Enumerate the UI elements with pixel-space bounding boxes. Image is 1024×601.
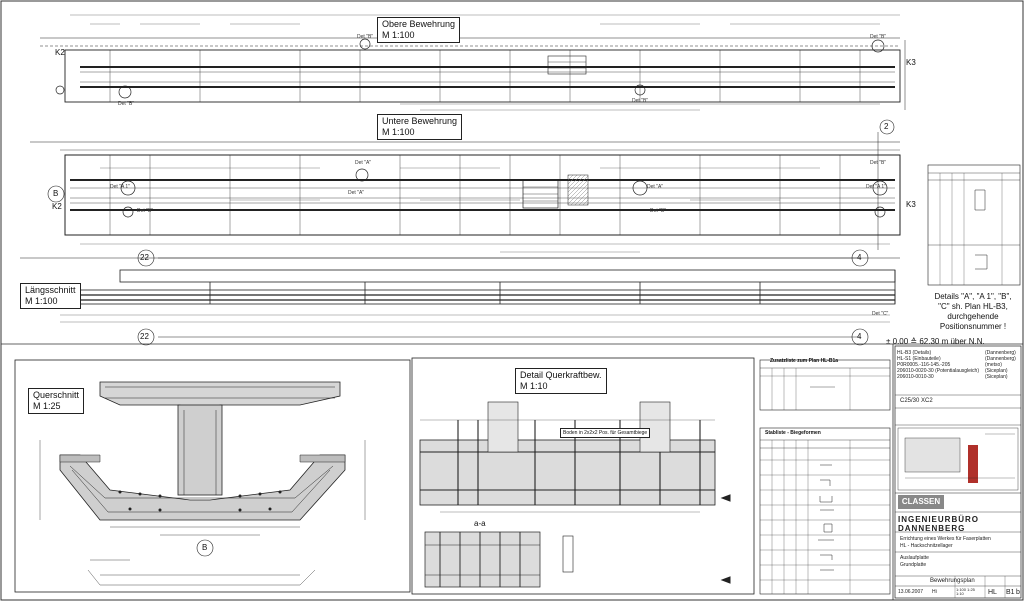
ref-plan-line: HL-B3 (Details) — [897, 350, 932, 356]
view-title: Detail Querkraftbew. — [520, 370, 602, 380]
view-title: Obere Bewehrung — [382, 19, 456, 29]
view-title: Untere Bewehrung — [382, 116, 458, 126]
bottom-reinforcement-plan — [30, 132, 901, 253]
firm-name: INGENIEURBÜRO DANNENBERG — [898, 515, 980, 533]
ref-plan-line: P0R0005.-116-145.-205 — [897, 362, 951, 368]
cross-section-drawing — [14, 359, 411, 593]
view-scale: M 1:100 — [25, 296, 58, 306]
axis-label-2: 2 — [884, 122, 889, 131]
plan-revision: b — [1016, 589, 1020, 596]
additive-list-title: Zusatzliste zum Plan HL-B1a — [770, 358, 839, 364]
detail-title: Detail Querkraftbew. M 1:10 — [515, 368, 607, 394]
detail-marker: Det "B" — [357, 34, 374, 40]
reference-plans-source: (Dannenberg) (Dannenberg) (metso) (Sicep… — [985, 350, 1016, 380]
section-aa-label: a-a — [474, 519, 486, 528]
detail-marker: Det "C" — [872, 311, 889, 317]
ref-plan-source: (Dannenberg) — [985, 356, 1016, 362]
axis-label-b: B — [53, 189, 59, 198]
axis-label-k3-top: K3 — [906, 58, 916, 67]
detail-marker: Det "A" — [355, 160, 372, 166]
top-reinforcement-title: Obere Bewehrung M 1:100 — [377, 17, 461, 43]
axis-label-4-b: 4 — [857, 332, 862, 341]
plan-date: 13.06.2007 — [898, 589, 924, 595]
bending-schedule-upper — [927, 164, 1021, 286]
axis-lines — [47, 119, 895, 557]
plan-number: B1 — [1006, 589, 1015, 596]
details-reference-note: Details "A", "A 1", "B", "C" sh. Plan HL… — [934, 292, 1012, 331]
longitudinal-section-title: Längsschnitt M 1:100 — [20, 283, 81, 309]
axis-label-22-a: 22 — [140, 253, 149, 262]
ref-plan-source: (Dannenberg) — [985, 350, 1016, 356]
ref-plan-source: (Siceplan) — [985, 374, 1008, 380]
detail-marker: Det "B" — [650, 208, 667, 214]
part-name: Grundplatte — [900, 562, 927, 568]
view-title: Querschnitt — [33, 390, 80, 400]
axis-label-k2-bottom: K2 — [52, 202, 62, 211]
detail-marker: Det "A" — [348, 190, 365, 196]
top-reinforcement-plan — [40, 14, 906, 111]
detail-marker: Det "A" — [647, 184, 664, 190]
detail-marker: Det "B" — [870, 160, 887, 166]
longitudinal-section — [20, 257, 900, 323]
view-scale: M 1:10 — [520, 381, 548, 391]
ref-plan-line: HL-S1 (Einbauteile) — [897, 356, 941, 362]
axis-label-4-a: 4 — [857, 253, 862, 262]
reference-plans: HL-B3 (Details) HL-S1 (Einbauteile) P0R0… — [897, 350, 979, 380]
view-title: Längsschnitt — [25, 285, 76, 295]
drawn-by: Hi — [932, 589, 937, 595]
view-scale: M 1:25 — [33, 401, 61, 411]
project-title: Errichtung eines Werkes für Faserplatten — [900, 536, 991, 542]
bar-schedule-title: Stabliste - Biegeformen — [765, 430, 821, 436]
detail-marker: Det "B" — [870, 34, 887, 40]
bottom-reinforcement-title: Untere Bewehrung M 1:100 — [377, 114, 463, 140]
company-logo: CLASSEN — [898, 495, 944, 509]
elevation-note: ± 0.00 ≙ 62.30 m über N.N. — [886, 337, 985, 346]
ref-plan-source: (Siceplan) — [985, 368, 1008, 374]
cross-section-title: Querschnitt M 1:25 — [28, 388, 85, 414]
detail-marker: Det "A 1" — [110, 184, 130, 190]
ref-plan-source: (metso) — [985, 362, 1002, 368]
project-subtitle: HL - Hackschnitzellager — [900, 543, 953, 549]
detail-note: Boden in 2x2x2 Pos. für Gesamtbiege — [560, 428, 651, 438]
detail-marker: Det "A 1" — [866, 184, 886, 190]
concrete-class: C25/30 XC2 — [900, 398, 933, 404]
plan-prefix: HL — [988, 589, 997, 596]
view-scale: M 1:100 — [382, 127, 415, 137]
ref-plan-line: 206010-0020-30 (Potentialausgleich) — [897, 368, 980, 374]
detail-drawing — [411, 357, 755, 595]
detail-marker: Det "B" — [137, 208, 154, 214]
axis-label-b-section: B — [202, 543, 208, 552]
scales: 1:100 1:25 1:10 — [956, 587, 975, 596]
plan-type: Bewehrungsplan — [930, 578, 975, 584]
axis-label-22-b: 22 — [140, 332, 149, 341]
additive-list-table — [759, 359, 891, 411]
view-scale: M 1:100 — [382, 30, 415, 40]
title-block — [894, 345, 1022, 599]
bar-bending-table — [759, 427, 891, 595]
ref-plan-line: 206010-0010-30 — [897, 374, 934, 380]
detail-marker: Det "B" — [632, 98, 649, 104]
part-name: Auslaufplatte — [900, 555, 929, 561]
axis-label-k3-bottom: K3 — [906, 200, 916, 209]
axis-label-k2-top: K2 — [55, 48, 65, 57]
detail-marker: Det "B" — [118, 101, 135, 107]
